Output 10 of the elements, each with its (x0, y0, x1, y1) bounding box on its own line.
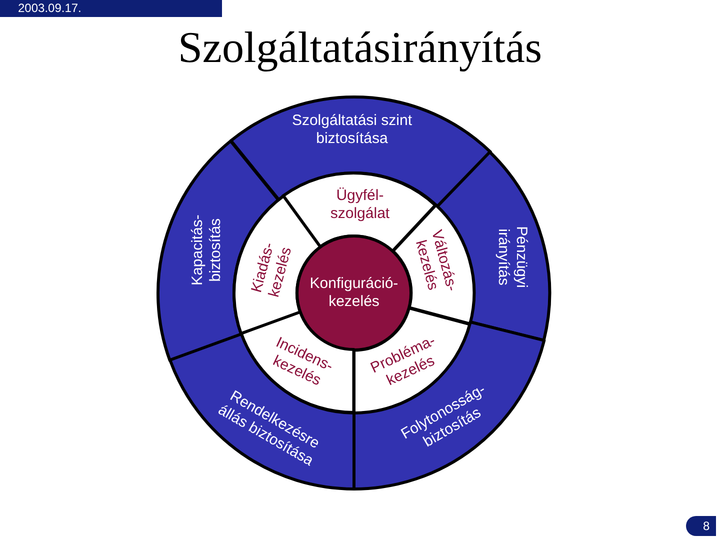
segment-label: Szolgáltatási szint biztosítása (290, 112, 414, 148)
segment-label: Konfiguráció- kezelés (308, 275, 400, 311)
segment-label: Változás- kezelés (410, 227, 462, 295)
segment-label: Kiadás- kezelés (247, 240, 296, 301)
segment-label: Pénzügyi irányítás (494, 225, 530, 290)
date-text: 2003.09.17. (18, 1, 82, 15)
segment-label: Ügyfél- szolgálat (329, 186, 391, 223)
slide-title: Szolgáltatásirányítás (176, 22, 544, 73)
segment-label: Kapacitás- biztosítás (189, 214, 225, 288)
page-number: 8 (703, 519, 710, 533)
